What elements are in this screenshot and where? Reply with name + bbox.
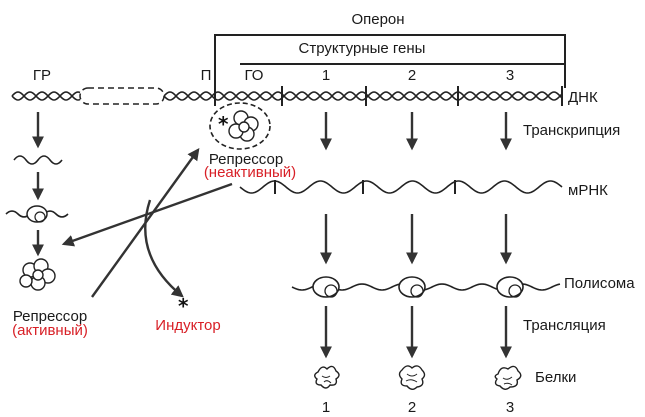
transcription-label: Транскрипция (523, 122, 620, 139)
mrna-label: мРНК (568, 182, 608, 199)
repressor-inactive-state: (неактивный) (204, 164, 296, 181)
protein-3-number: 3 (506, 399, 514, 416)
proteins-label: Белки (535, 369, 576, 386)
regulator-ribosome (26, 205, 48, 223)
repressor-active-state: (активный) (12, 322, 88, 339)
ribosome-3 (496, 276, 524, 298)
protein-3-icon (494, 365, 522, 390)
operator-dashed-outline (209, 102, 271, 150)
inductor-curved-arrow (144, 199, 184, 298)
dna-gap-dashed (79, 87, 165, 105)
inductor-label: Индуктор (155, 317, 220, 334)
protein-1-number: 1 (322, 399, 330, 416)
repressor-active-label: Репрессор (13, 308, 87, 325)
protein-1-icon (314, 365, 340, 389)
gene-2-label: 2 (408, 67, 416, 84)
dna-strand (11, 91, 81, 101)
protein-2-icon (398, 365, 426, 390)
polysome-label: Полисома (564, 275, 635, 292)
regulator-mrna-wave (13, 155, 63, 165)
dna-strand (11, 91, 81, 101)
operon-bracket (214, 34, 566, 88)
promoter-label: П (201, 67, 212, 84)
dna-strand (163, 91, 563, 101)
structural-genes-label: Структурные гены (299, 40, 426, 57)
translation-label: Трансляция (523, 317, 606, 334)
gene-3-label: 3 (506, 67, 514, 84)
inductor-star-bound: * (218, 112, 229, 136)
inactive-repressor-blob (228, 110, 259, 142)
ribosome-2 (398, 276, 426, 298)
dna-label: ДНК (568, 89, 598, 106)
gene-1-label: 1 (322, 67, 330, 84)
operon-label: Оперон (351, 11, 404, 28)
regulator-gene-label: ГР (33, 67, 51, 84)
active-repressor-blob (19, 258, 56, 291)
operator-gene-label: ГО (245, 67, 264, 84)
protein-2-number: 2 (408, 399, 416, 416)
dna-helix (11, 91, 563, 101)
ribosome-1 (312, 276, 340, 298)
repressor-inactive-label: Репрессор (209, 151, 283, 168)
repressor-to-active-arrow (61, 182, 233, 247)
mrna-strand (239, 180, 563, 194)
inductor-star: * (178, 294, 189, 318)
regulator-ribosome-strand (5, 210, 69, 218)
dna-strand (163, 91, 563, 101)
